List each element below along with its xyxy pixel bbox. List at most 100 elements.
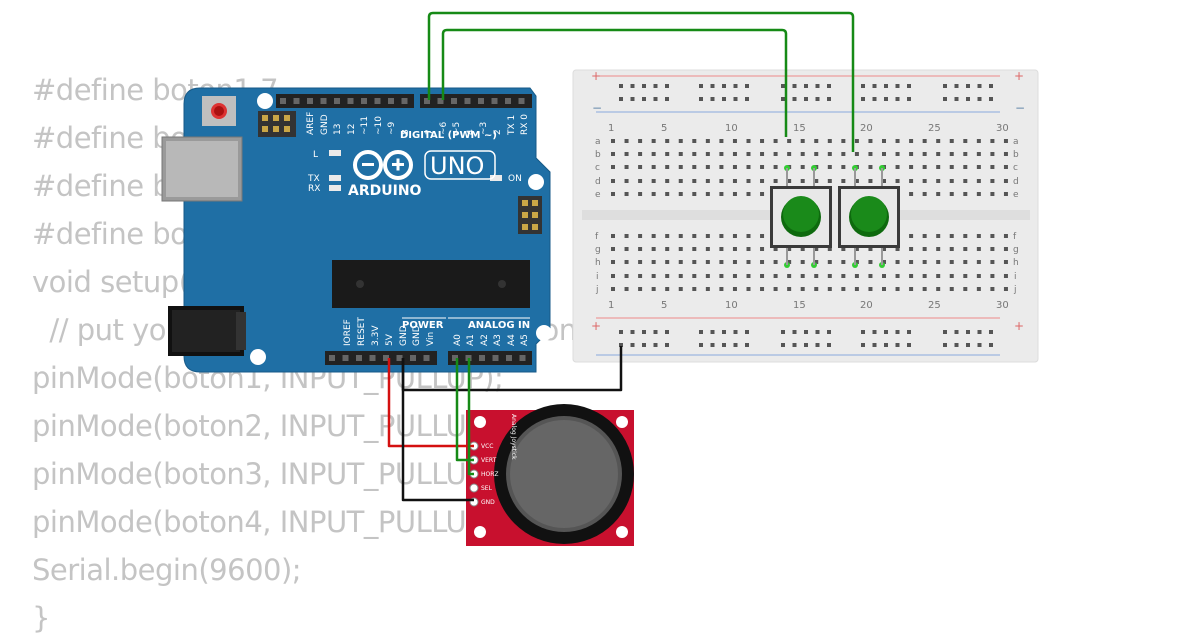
- mount-hole: [528, 174, 544, 190]
- digital-pin-label: 8: [401, 129, 411, 135]
- digital-pin-label: GND: [320, 114, 330, 135]
- row-b-right: b: [1013, 150, 1019, 160]
- row-g-left: g: [595, 245, 601, 255]
- wires: [387, 11, 855, 502]
- wire-pin7-to-button2: [427, 11, 855, 152]
- arduino-infinity-logo-icon: [353, 150, 413, 180]
- row-j-left: j: [595, 285, 599, 295]
- digital-pin-label: 4: [466, 129, 476, 135]
- wire-a1-to-horz: [467, 358, 474, 476]
- analog-pin-label: A3: [493, 334, 503, 346]
- col-num-bot-15: 15: [793, 300, 806, 311]
- col-num-bot-1: 1: [608, 300, 614, 311]
- reset-button[interactable]: [202, 96, 236, 126]
- row-j-right: j: [1013, 285, 1017, 295]
- analog-pin-label: A0: [453, 334, 463, 346]
- row-f-right: f: [1013, 232, 1017, 242]
- digital-pin-label: 12: [347, 124, 357, 135]
- digital-header-left: [276, 94, 414, 108]
- row-e-left: e: [595, 190, 601, 200]
- joystick-title: Analog Joystick: [510, 414, 517, 460]
- digital-header-right: [420, 94, 532, 108]
- col-num-top-30: 30: [996, 123, 1009, 134]
- led-l: [329, 150, 341, 156]
- code-line: pinMode(boton2, INPUT_PULLUP);: [32, 409, 504, 443]
- digital-pin-label: ~3: [479, 122, 489, 135]
- wire-gnd-to-breadboard: [401, 346, 623, 392]
- rail-plus-tl: +: [591, 69, 601, 83]
- joystick-pin-label: GND: [481, 499, 495, 506]
- row-h-right: h: [1013, 258, 1019, 268]
- col-num-top-15: 15: [793, 123, 806, 134]
- col-num-top-1: 1: [608, 123, 614, 134]
- row-f-left: f: [595, 232, 599, 242]
- dc-power-jack: [168, 306, 246, 356]
- row-a-left: a: [595, 137, 601, 147]
- digital-pin-label: AREF: [306, 112, 316, 135]
- col-num-bot-10: 10: [725, 300, 738, 311]
- joystick-pin-label: VCC: [481, 443, 493, 450]
- digital-pin-label: ~5: [452, 122, 462, 135]
- row-h-left: h: [595, 258, 601, 268]
- rail-minus-tl: −: [592, 101, 602, 115]
- row-g-right: g: [1013, 245, 1019, 255]
- mount-hole: [536, 325, 552, 341]
- power-pin-label: IOREF: [343, 319, 353, 346]
- code-line: Serial.begin(9600);: [32, 553, 302, 587]
- brand-label: ARDUINO: [348, 183, 422, 199]
- row-i-right: i: [1014, 272, 1017, 282]
- joystick-pin-label: VERT: [481, 457, 497, 464]
- usb-connector: [161, 136, 243, 202]
- led-on: [490, 175, 502, 181]
- analog-header-label: ANALOG IN: [468, 320, 530, 331]
- digital-pin-label: ~11: [360, 116, 370, 135]
- col-num-bot-25: 25: [928, 300, 941, 311]
- mount-hole: [257, 93, 273, 109]
- analog-pin-label: A1: [466, 334, 476, 346]
- wire-gnd-to-joystick: [401, 358, 474, 502]
- atmega-chip: [332, 260, 530, 308]
- col-num-top-10: 10: [725, 123, 738, 134]
- analog-pin-label: A2: [480, 334, 490, 346]
- power-pin-label: 3.3V: [371, 325, 381, 346]
- joystick-pin-label: HORZ: [481, 471, 499, 478]
- digital-pin-label: 7: [425, 129, 435, 135]
- push-button-2[interactable]: [838, 165, 900, 268]
- joystick-pin-label: SEL: [481, 485, 493, 492]
- power-header: [325, 351, 437, 365]
- rail-plus-br: +: [1014, 319, 1024, 333]
- col-num-top-20: 20: [860, 123, 873, 134]
- mount-hole: [250, 349, 266, 365]
- led-rx: [329, 185, 341, 191]
- digital-pin-label: ~9: [387, 121, 397, 135]
- led-tx: [329, 175, 341, 181]
- digital-pin-label: ~6: [439, 121, 449, 135]
- rail-plus-tr: +: [1014, 69, 1024, 83]
- power-pin-label: GND: [399, 325, 409, 346]
- analog-header: [448, 351, 532, 365]
- col-num-bot-5: 5: [661, 300, 667, 311]
- arduino-uno-board: L TX RX ON UNO ARDUINO DIGITAL (PWM ~) A…: [161, 87, 552, 373]
- col-num-bot-30: 30: [996, 300, 1009, 311]
- power-pin-label: Vin: [426, 332, 436, 346]
- code-line: }: [32, 601, 50, 635]
- digital-pin-label: 2: [493, 129, 503, 135]
- col-num-top-5: 5: [661, 123, 667, 134]
- row-a-right: a: [1013, 137, 1019, 147]
- power-pin-label: 5V: [385, 333, 395, 346]
- digital-pin-label: RX 0: [520, 114, 530, 135]
- wire-5v-to-vcc: [387, 358, 474, 448]
- col-num-top-25: 25: [928, 123, 941, 134]
- push-button-1[interactable]: [770, 165, 832, 268]
- icsp-header-top: [258, 111, 296, 137]
- wire-pin6-to-button1: [441, 28, 788, 137]
- led-on-label: ON: [508, 174, 522, 184]
- breadboard-holes: [611, 84, 1008, 347]
- power-pin-label: GND: [412, 325, 422, 346]
- row-d-right: d: [1013, 177, 1019, 187]
- digital-header-label: DIGITAL (PWM ~): [400, 130, 497, 141]
- rail-minus-tr: −: [1015, 101, 1025, 115]
- joystick-module[interactable]: VCC VERT HORZ SEL GND Analog Joystick: [466, 404, 634, 546]
- led-tx-label: TX: [307, 174, 320, 184]
- row-c-left: c: [595, 163, 600, 173]
